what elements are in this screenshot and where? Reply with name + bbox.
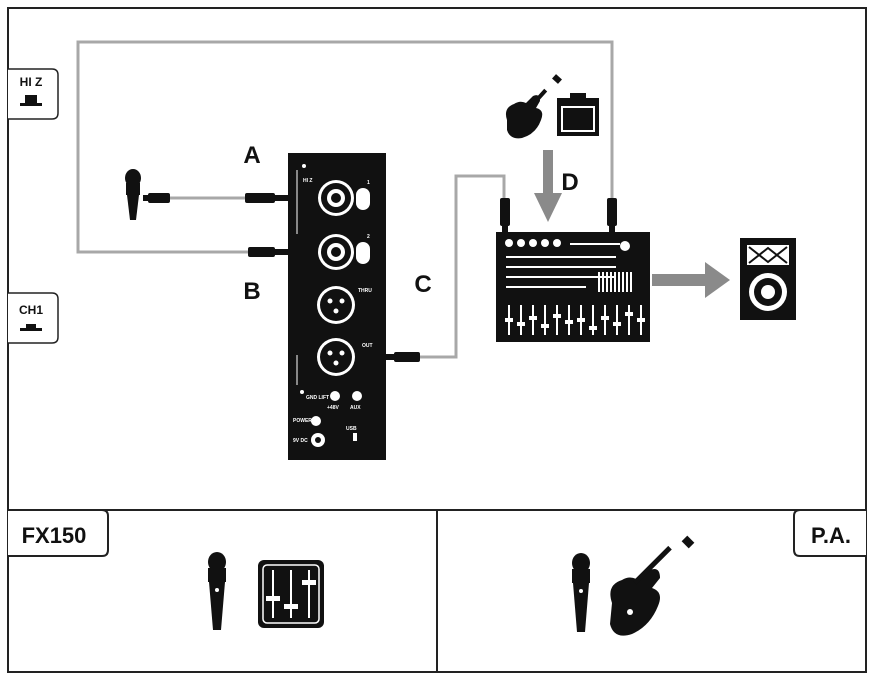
xlr-plug-b [248,247,289,257]
cable-c-out [420,174,506,359]
side-tab-hiz: HI Z [8,68,59,120]
side-tab-ch1-label: CH1 [19,303,43,317]
mixer-meter [598,272,632,292]
mixer-fader-icon [258,560,324,628]
cables [76,40,614,359]
device-ch1-label: 1 [367,180,370,186]
usb-port [353,433,357,441]
electric-guitar-icon [610,535,695,636]
device-hiz-label: HI Z [303,178,312,184]
xlr-jack-thru [317,286,355,324]
device-aux-label: AUX [350,405,361,411]
side-tab-hiz-label: HI Z [20,75,43,89]
mixer-icon [496,232,650,342]
panel-fx150-title: FX150 [22,523,87,548]
xlr-plug-out [386,352,420,362]
label-d: D [561,169,578,196]
device-gnd-lift-label: GND LIFT [306,395,329,401]
arrow-d [534,150,562,222]
arrow-to-speaker [652,262,730,298]
xlr-plug-mic-end [143,193,170,203]
cable-b-loop [76,40,614,254]
label-b: B [243,278,260,305]
device-out-label: OUT [362,343,373,349]
device-power-label: POWER [293,418,312,424]
guitar-icon [505,74,562,139]
device-panel: HI Z 1 2 THRU [288,153,386,460]
phantom-button [330,391,340,401]
combo-jack-2: 2 [318,234,370,270]
mixer-knob-rows [506,243,620,288]
xlr-jack-out [317,338,355,376]
panel-fx150: FX150 [8,509,324,630]
device-ch2-label: 2 [367,234,370,240]
xlr-plug-a [245,193,289,203]
panel-pa-title: P.A. [811,523,851,548]
label-c: C [414,271,431,298]
aux-button [352,391,362,401]
side-tab-ch1: CH1 [8,292,59,344]
device-usb-label: USB [346,426,357,432]
panel-pa: P.A. [572,509,866,636]
amplifier-icon [557,93,599,136]
mixer-faders [505,305,645,335]
device-thru-label: THRU [358,288,372,294]
microphone-icon-fx150 [208,552,226,630]
device-dc-label: 9V DC [293,438,308,444]
microphone-icon [125,169,141,220]
power-button [311,416,321,426]
combo-jack-1: 1 [318,180,370,216]
speaker-icon [740,238,796,320]
microphone-icon-pa [572,553,590,632]
label-a: A [243,142,260,169]
device-phantom-label: +48V [327,405,339,411]
mixer-plug-c [500,198,510,234]
mixer-plug-b [607,198,617,234]
